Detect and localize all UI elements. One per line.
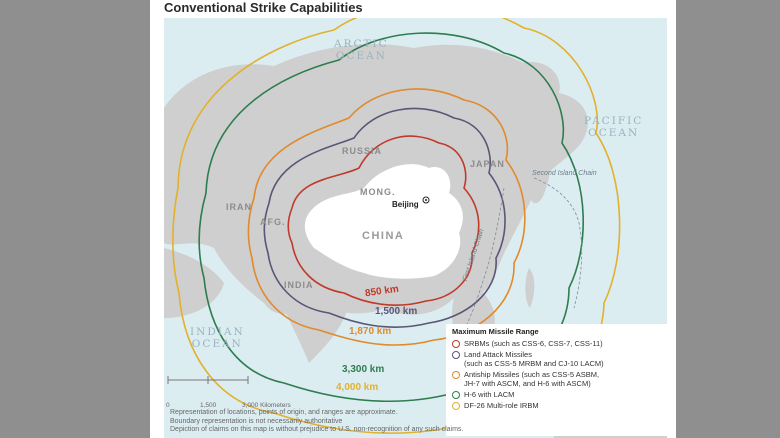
legend-item-land-attack: Land Attack Missiles (such as CSS-5 MRBM… [452, 350, 662, 368]
map-area[interactable]: ARCTIC OCEAN PACIFIC OCEAN INDIAN OCEAN … [164, 18, 667, 438]
country-label-russia: RUSSIA [342, 146, 383, 156]
map-panel: Conventional Strike Capabilities [150, 0, 676, 438]
range-ring-1870 [247, 88, 526, 346]
footnote: Representation of locations, points of o… [170, 409, 463, 435]
scale-bar [167, 376, 249, 384]
arctic-ocean-label: ARCTIC OCEAN [334, 38, 389, 62]
indian-ocean-label: INDIAN OCEAN [190, 326, 245, 350]
landmass-philippines [525, 268, 535, 308]
china-territory [304, 164, 463, 279]
second-island-chain-line [533, 177, 583, 309]
country-label-india: INDIA [284, 280, 314, 290]
footnote-line-2: Boundary representation is not necessari… [170, 417, 343, 425]
scale-tick-3000: 3,000 Kilometers [242, 402, 291, 409]
page-title: Conventional Strike Capabilities [164, 0, 363, 15]
range-ring-4000 [172, 18, 621, 434]
country-label-japan: JAPAN [470, 159, 505, 169]
range-label-3300: 3,300 km [342, 364, 385, 375]
country-label-afghanistan: AFG. [260, 217, 286, 227]
legend: Maximum Missile Range SRBMs (such as CSS… [446, 324, 667, 436]
first-island-chain-line [458, 187, 505, 339]
pacific-ocean-label: PACIFIC OCEAN [584, 115, 644, 139]
legend-item-srbm: SRBMs (such as CSS-6, CSS-7, CSS-11) [452, 339, 662, 348]
landmass-japan [530, 143, 550, 204]
legend-item-df26: DF-26 Multi-role IRBM [452, 401, 662, 410]
legend-swatch-icon [452, 351, 460, 359]
footnote-line-1: Representation of locations, points of o… [170, 409, 398, 416]
scale-tick-1500: 1,500 [200, 402, 217, 409]
range-ring-3300 [198, 32, 585, 403]
city-label-beijing: Beijing [392, 200, 419, 209]
legend-swatch-icon [452, 340, 460, 348]
legend-item-h6-lacm: H-6 with LACM [452, 390, 662, 399]
landmass-india [279, 278, 349, 363]
range-label-1870: 1,870 km [349, 326, 392, 337]
legend-item-antiship: Antiship Missiles (such as CSS-5 ASBM, J… [452, 370, 662, 388]
range-label-4000: 4,000 km [336, 382, 379, 393]
range-ring-1500 [263, 107, 506, 328]
country-label-iran: IRAN [226, 202, 252, 212]
range-label-1500: 1,500 km [375, 306, 418, 317]
legend-title: Maximum Missile Range [452, 327, 539, 336]
scale-tick-0: 0 [166, 402, 170, 409]
range-ring-850 [287, 135, 480, 306]
country-label-mongolia: MONG. [360, 187, 396, 197]
country-label-china: CHINA [362, 230, 405, 242]
map-graphic [164, 18, 667, 438]
legend-swatch-icon [452, 391, 460, 399]
legend-swatch-icon [452, 402, 460, 410]
legend-swatch-icon [452, 371, 460, 379]
footnote-line-3: Depiction of claims on this map is witho… [170, 426, 464, 433]
second-island-chain-label: Second Island Chain [532, 170, 597, 177]
